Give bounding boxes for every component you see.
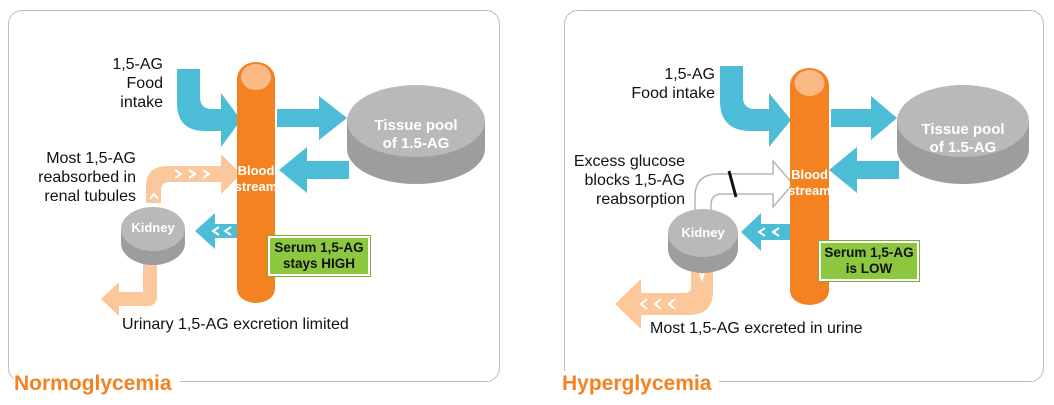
food-intake-arrow	[177, 69, 241, 147]
tissue-pool-label: Tissue pool of 1.5-AG	[921, 121, 1005, 156]
food-intake-caption: 1,5-AG Food intake	[112, 56, 163, 111]
tissue-pool-label: Tissue pool of 1.5-AG	[374, 117, 458, 152]
tissue-pool-shape	[897, 85, 1029, 184]
tissue-to-blood-arrow	[279, 147, 349, 193]
normoglycemia-diagram	[101, 62, 485, 316]
blood-stream-label: Blood stream	[234, 163, 278, 194]
blood-to-kidney-arrow	[195, 213, 243, 249]
hyperglycemia-diagram	[615, 66, 1029, 329]
blood-stream-label: Blood stream	[788, 167, 831, 198]
hyperglycemia-panel: 1,5-AG Food intake Excess glucose blocks…	[564, 10, 1044, 382]
tissue-pool-shape	[347, 85, 485, 184]
block-mark	[727, 170, 738, 198]
blood-to-kidney-arrow	[741, 213, 791, 251]
food-intake-caption: 1,5-AG Food intake	[631, 66, 715, 102]
kidney-shape	[121, 207, 185, 265]
blood-to-tissue-arrow	[277, 96, 347, 140]
kidney-label: Kidney	[681, 225, 725, 240]
urinary-excretion-caption: Urinary 1,5-AG excretion limited	[122, 316, 349, 333]
reabsorption-arrow	[146, 154, 241, 203]
urinary-excretion-caption: Most 1,5-AG excreted in urine	[650, 320, 863, 337]
kidney-label: Kidney	[131, 220, 175, 235]
tissue-to-blood-arrow	[829, 147, 899, 193]
food-intake-arrow	[720, 66, 791, 147]
urinary-excretion-arrow	[615, 267, 713, 329]
blocked-reabsorption-caption: Excess glucose blocks 1,5-AG reabsorptio…	[573, 153, 685, 208]
normoglycemia-panel: 1,5-AG Food intake Most 1,5-AG reabsorbe…	[8, 10, 500, 382]
kidney-shape	[668, 209, 738, 273]
blocked-reabsorption-arrow	[694, 158, 794, 218]
normoglycemia-title: Normoglycemia	[14, 371, 180, 397]
hyperglycemia-title: Hyperglycemia	[562, 371, 720, 397]
blood-to-tissue-arrow	[831, 96, 897, 140]
reabsorption-caption: Most 1,5-AG reabsorbed in renal tubules	[38, 150, 136, 205]
urinary-excretion-arrow	[101, 264, 157, 316]
